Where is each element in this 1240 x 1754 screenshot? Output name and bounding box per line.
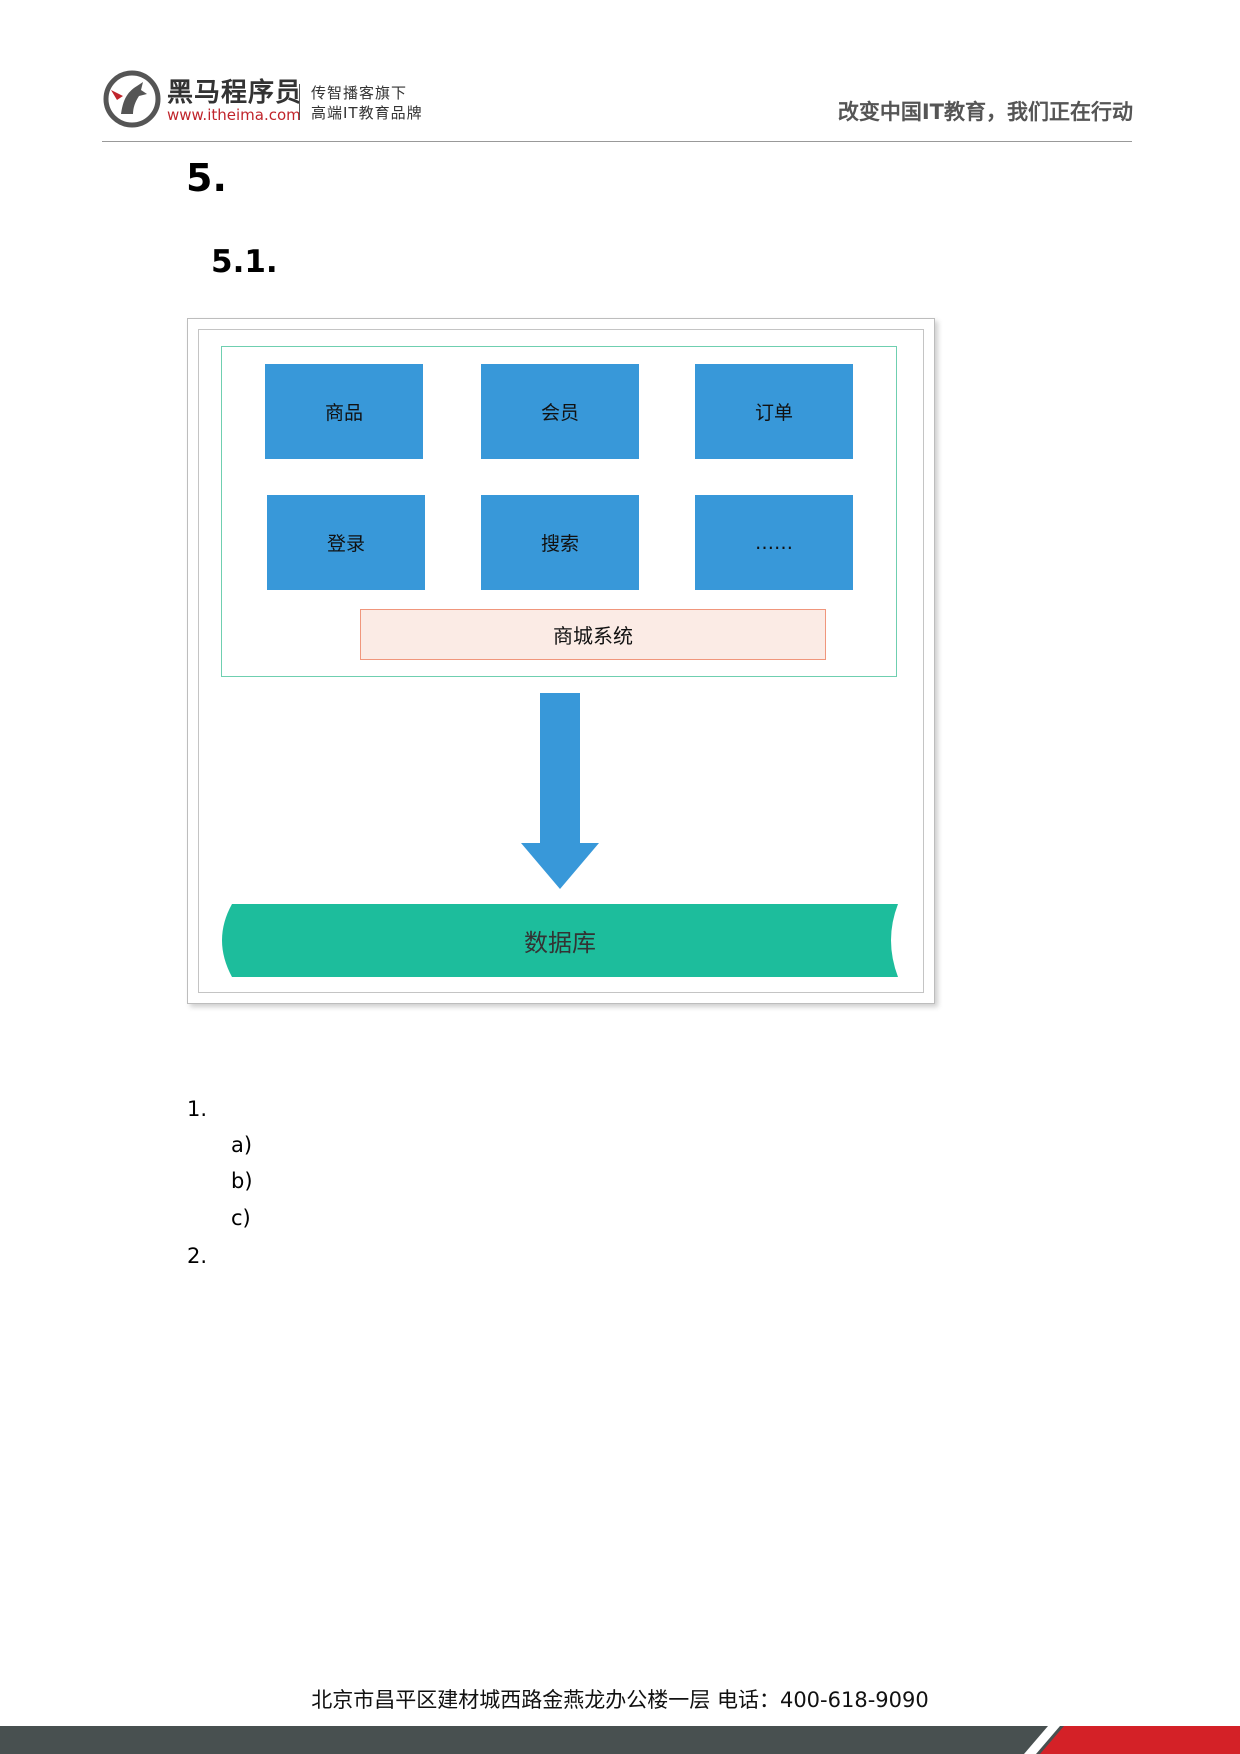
database-shape [222,904,898,977]
brand-name: 黑马程序员 [167,78,303,108]
company-logo: 黑马程序员 www.itheima.com 传智播客旗下 高端IT教育品牌 [103,70,433,130]
module-more: …… [695,495,853,590]
header-motto: 改变中国IT教育，我们正在行动 [837,100,1133,124]
brand-url: www.itheima.com [167,106,301,124]
mall-system-label: 商城系统 [360,609,826,660]
module-members: 会员 [481,364,639,459]
module-search: 搜索 [481,495,639,590]
heading-level-1: 5. [186,156,227,200]
down-arrow-icon [521,693,599,889]
list-subitem-label: a) [231,1133,253,1157]
list-subitem-label: c) [231,1206,251,1230]
list-item-number: 1. [187,1097,208,1121]
footer-accent-stripe [1024,1726,1240,1754]
module-login: 登录 [267,495,425,590]
mall-system-frame: 商品 会员 订单 登录 搜索 …… 商城系统 [221,346,897,677]
header-divider [102,141,1132,142]
architecture-diagram: 商品 会员 订单 登录 搜索 …… 商城系统 数据库 [187,318,935,1004]
module-orders: 订单 [695,364,853,459]
module-goods: 商品 [265,364,423,459]
footer-address: 北京市昌平区建材城西路金燕龙办公楼一层 电话：400-618-9090 [311,1688,929,1712]
brand-slogan-line1: 传智播客旗下 [311,84,408,102]
brand-slogan-line2: 高端IT教育品牌 [311,104,423,122]
heading-level-2: 5.1. [211,244,278,280]
list-item-number: 2. [187,1244,208,1268]
horse-logo-icon [103,70,161,128]
diagram-inner-frame [198,329,924,993]
list-subitem-label: b) [231,1169,253,1193]
brand-divider [299,84,300,120]
database-label: 数据库 [524,928,596,957]
